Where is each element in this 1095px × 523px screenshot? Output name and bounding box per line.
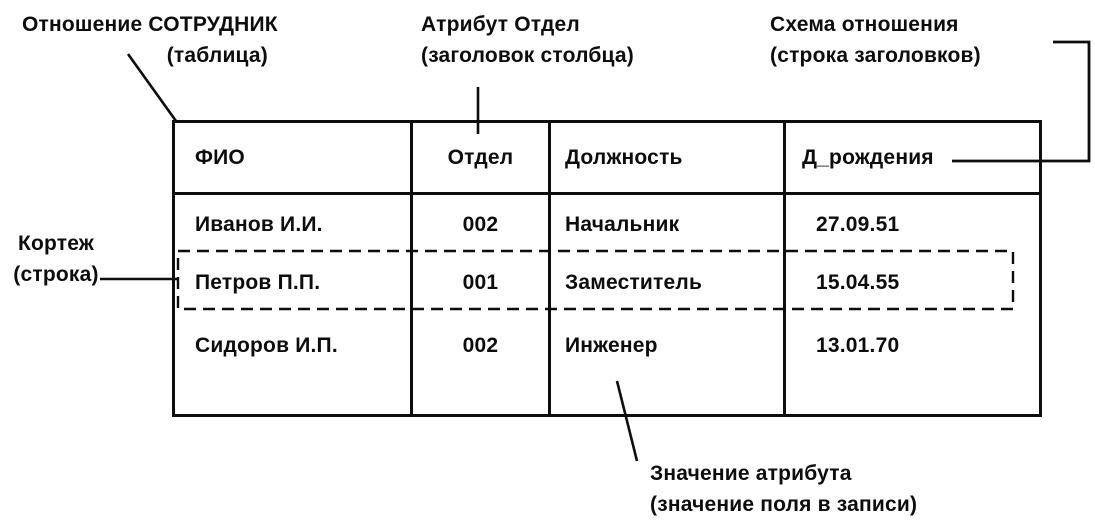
table-cell-r3-otdel: 002	[413, 311, 551, 381]
table-cell-r3-fio: Сидоров И.П.	[175, 311, 413, 381]
callout-schema: Схема отношения (строка заголовков)	[770, 9, 981, 71]
callout-attribute: Атрибут Отдел (заголовок столбца)	[421, 9, 634, 71]
header-cell-otdel: Отдел	[413, 123, 551, 195]
table-cell-r1-otdel: 002	[413, 195, 551, 255]
callout-value-line1: Значение атрибута	[650, 462, 852, 485]
table-filler-cell	[551, 381, 786, 414]
table-cell-r3-birthdate: 13.01.70	[816, 334, 900, 357]
employee-table: ФИО Отдел Должность Д_рождения Иванов И.…	[172, 120, 1042, 417]
table-cell-r2-otdel: 001	[413, 255, 551, 311]
table-cell-r1-fio: Иванов И.И.	[175, 195, 413, 255]
table-cell-r2-birthdate: 15.04.55	[816, 271, 900, 294]
header-cell-fio: ФИО	[175, 123, 413, 195]
table-cell-r2-dolzhnost: Заместитель	[551, 255, 786, 311]
table-cell-r1-dolzhnost: Начальник	[551, 195, 786, 255]
table-cell-r3-dolzhnost: Инженер	[551, 311, 786, 381]
header-cell-birthdate: Д_рождения	[786, 123, 1039, 195]
callout-attribute-line1: Атрибут Отдел	[421, 13, 580, 36]
callout-attribute-line2: (заголовок столбца)	[421, 44, 634, 67]
callout-schema-line2: (строка заголовков)	[770, 44, 981, 67]
callout-relation-line1: Отношение СОТРУДНИК	[22, 13, 278, 36]
callout-relation-line2: (таблица)	[166, 44, 268, 67]
table-filler-cell	[413, 381, 551, 414]
header-cell-dolzhnost: Должность	[551, 123, 786, 195]
callout-value-line2: (значение поля в записи)	[650, 493, 918, 516]
callout-tuple-line2: (строка)	[13, 263, 99, 286]
table-filler-cell	[786, 381, 1039, 414]
callout-tuple-line1: Кортеж	[18, 232, 94, 255]
callout-value: Значение атрибута (значение поля в запис…	[650, 458, 917, 520]
table-cell-r1-birthdate: 27.09.51	[816, 213, 900, 236]
callout-relation: Отношение СОТРУДНИК (таблица)	[22, 9, 278, 71]
table-cell-r2-fio: Петров П.П.	[175, 255, 413, 311]
callout-tuple: Кортеж (строка)	[0, 228, 112, 290]
table-filler-cell	[175, 381, 413, 414]
callout-schema-line1: Схема отношения	[770, 13, 959, 36]
